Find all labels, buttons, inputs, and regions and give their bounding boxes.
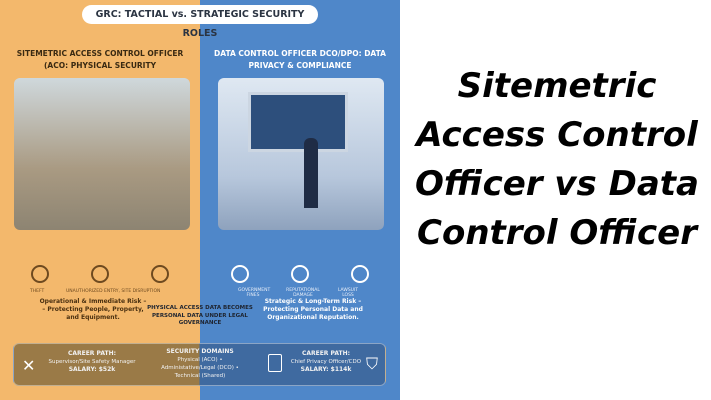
entry-icon <box>91 265 109 283</box>
infographic-banner: GRC: TACTIAL vs. STRATEGIC SECURITY ROLE… <box>82 5 318 39</box>
right-heading: DATA CONTROL OFFICER DCO/DPO: DATA PRIVA… <box>214 49 386 70</box>
construction-site-illustration <box>14 78 190 230</box>
right-risk-text: Strategic & Long-Term Risk – Protecting … <box>263 298 363 321</box>
icon-label: UNAUTHORIZED ENTRY, SITE DISRUPTION <box>66 289 161 294</box>
page-title: Sitemetric Access Control Officer vs Dat… <box>414 66 699 253</box>
theft-icon <box>31 265 49 283</box>
lock-icon <box>231 265 249 283</box>
left-heading: SITEMETRIC ACCESS CONTROL OFFICER (ACO: … <box>16 49 184 70</box>
summary-bar: ✕ CAREER PATH:Supervisor/Site Safety Man… <box>13 343 386 386</box>
icon-label: REPUTATIONAL DAMAGE <box>286 288 320 298</box>
shield-icon: ⛉ <box>366 354 379 373</box>
right-risk-icons <box>210 265 390 283</box>
infographic-image: GRC: TACTIAL vs. STRATEGIC SECURITY ROLE… <box>0 0 400 400</box>
dashboard-screen-icon <box>248 92 348 152</box>
middle-note: PHYSICAL ACCESS DATA BECOMES PERSONAL DA… <box>147 305 253 326</box>
office-illustration <box>218 78 384 230</box>
disruption-icon <box>151 265 169 283</box>
lock-icon <box>291 265 309 283</box>
checklist-icon <box>268 354 282 372</box>
officer-figure-icon <box>304 138 318 208</box>
document-icon <box>351 265 369 283</box>
icon-label: GOVERNMENT FINES <box>238 288 271 298</box>
left-risk-icons <box>10 265 190 283</box>
icon-label: THEFT <box>30 289 45 294</box>
left-career: CAREER PATH:Supervisor/Site Safety Manag… <box>48 350 136 373</box>
icon-label: LAWSUIT LOSS <box>337 288 359 298</box>
tools-icon: ✕ <box>22 356 36 375</box>
left-risk-text: Operational & Immediate Risk – – Protect… <box>39 298 147 321</box>
